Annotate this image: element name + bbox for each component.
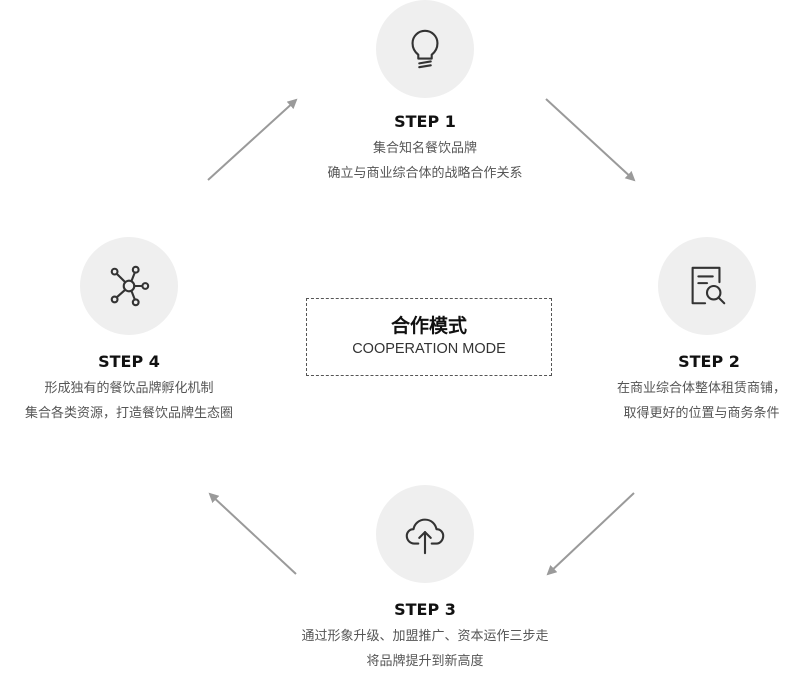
step2-line-1: 在商业综合体整体租赁商铺，	[616, 381, 786, 396]
step1-line-1: 集合知名餐饮品牌	[372, 141, 477, 156]
cooperation-mode-box: 合作模式 COOPERATION MODE	[306, 298, 552, 376]
step4-description: 形成独有的餐饮品牌孵化机制 集合各类资源，打造餐饮品牌生态圈	[0, 376, 258, 426]
step1-title: STEP 1	[394, 112, 456, 131]
cloud-upload-icon	[405, 518, 445, 555]
step2-icon-circle	[658, 237, 756, 335]
lightbulb-icon	[411, 29, 439, 69]
step3-icon-circle	[376, 485, 474, 583]
step4-icon-circle	[80, 237, 178, 335]
step3-line-2: 将品牌提升到新高度	[366, 654, 484, 669]
document-search-icon	[691, 266, 726, 305]
center-title-en: COOPERATION MODE	[352, 341, 506, 357]
step2-description: 在商业综合体整体租赁商铺， 取得更好的位置与商务条件	[598, 376, 805, 426]
step2-title: STEP 2	[678, 352, 740, 371]
arrow-step1-to-step2	[545, 98, 636, 182]
center-title-cn: 合作模式	[390, 315, 467, 337]
step3-title: STEP 3	[394, 600, 456, 619]
step4-title: STEP 4	[98, 352, 160, 371]
arrow-step4-to-step1	[207, 98, 298, 181]
step3-line-1: 通过形象升级、加盟推广、资本运作三步走	[301, 629, 549, 644]
step3-description: 通过形象升级、加盟推广、资本运作三步走 将品牌提升到新高度	[242, 624, 608, 674]
network-icon	[110, 265, 150, 307]
step1-line-2: 确立与商业综合体的战略合作关系	[327, 166, 523, 181]
arrow-step3-to-step4	[208, 492, 297, 575]
arrow-step2-to-step3	[546, 492, 635, 576]
step2-line-2: 取得更好的位置与商务条件	[623, 406, 780, 421]
step4-line-1: 形成独有的餐饮品牌孵化机制	[44, 381, 214, 396]
step1-description: 集合知名餐饮品牌 确立与商业综合体的战略合作关系	[280, 136, 570, 186]
step4-line-2: 集合各类资源，打造餐饮品牌生态圈	[24, 406, 233, 421]
step1-icon-circle	[376, 0, 474, 98]
